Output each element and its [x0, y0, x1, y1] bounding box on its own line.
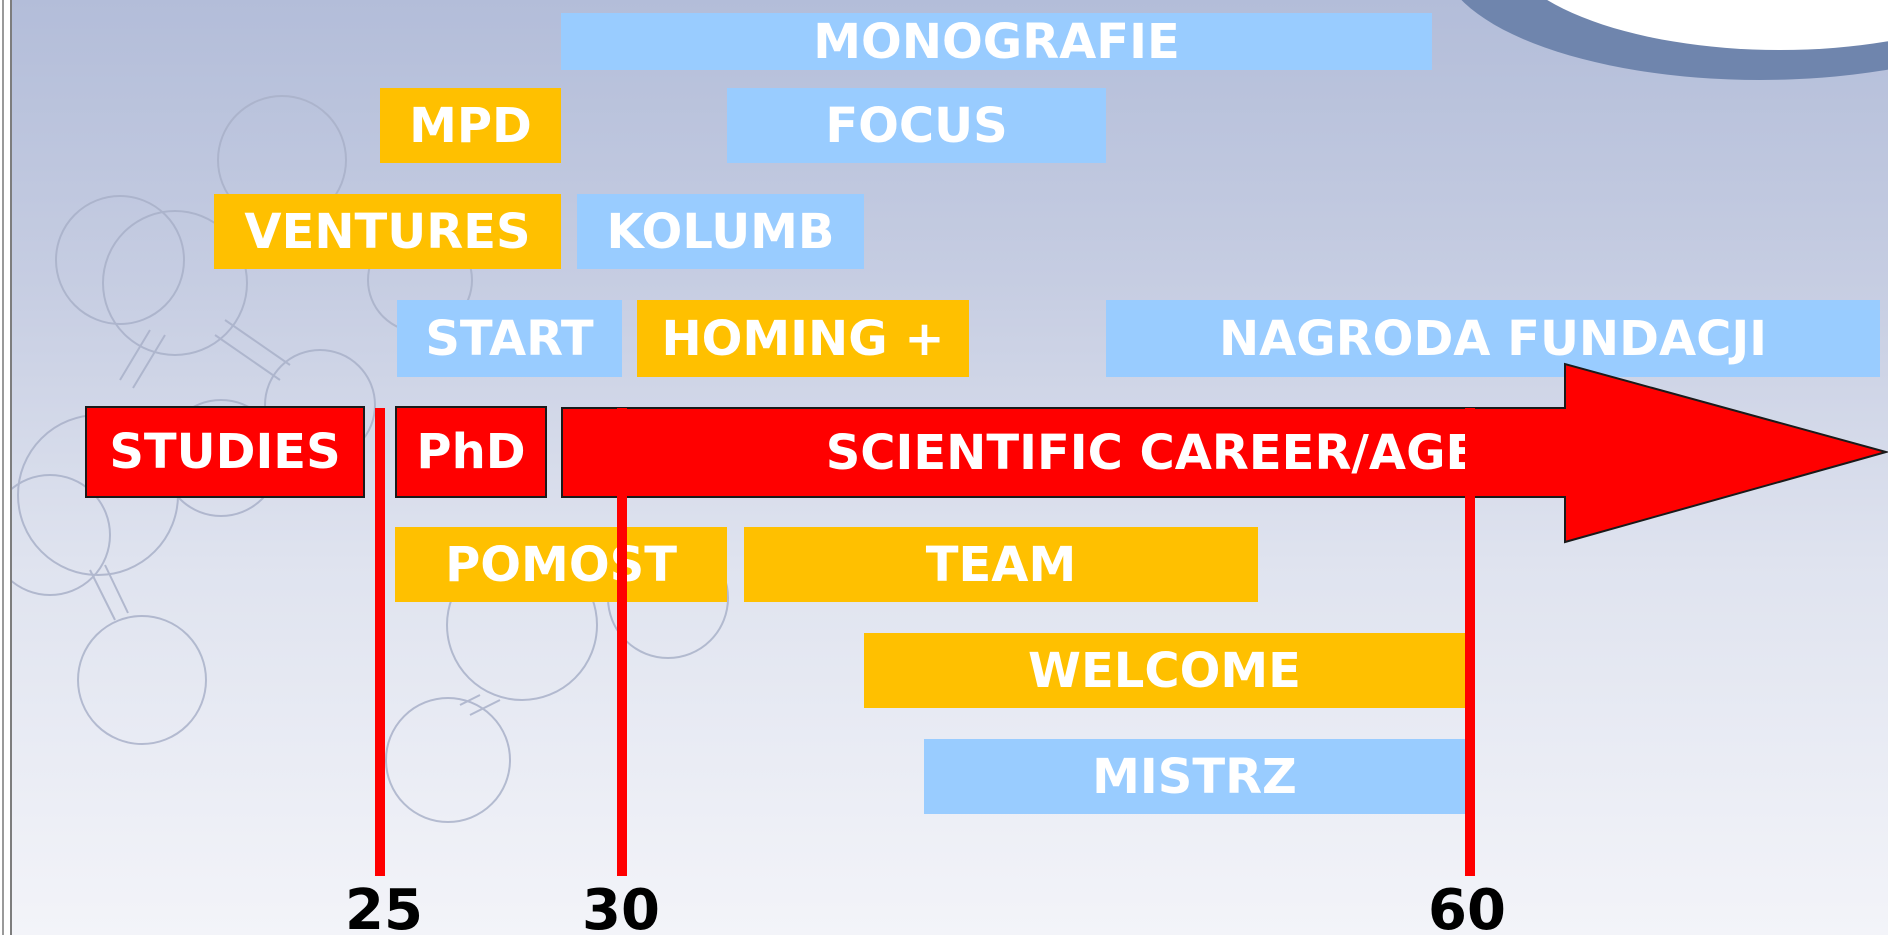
program-pomost: POMOST — [395, 527, 727, 602]
program-start: START — [397, 300, 622, 377]
program-focus: FOCUS — [727, 88, 1106, 163]
age-label-60: 60 — [1428, 878, 1506, 935]
program-team: TEAM — [744, 527, 1258, 602]
program-nagroda-fundacji: NAGRODA FUNDACJI — [1106, 300, 1880, 377]
program-welcome: WELCOME — [864, 633, 1465, 708]
stage-phd: PhD — [395, 406, 547, 498]
age-label-25: 25 — [345, 878, 423, 935]
program-ventures: VENTURES — [214, 194, 561, 269]
program-mpd: MPD — [380, 88, 561, 163]
stage-studies: STUDIES — [85, 406, 365, 498]
age-label-30: 30 — [582, 878, 660, 935]
program-homing: HOMING + — [637, 300, 969, 377]
program-mistrz: MISTRZ — [924, 739, 1465, 814]
program-kolumb: KOLUMB — [577, 194, 864, 269]
left-frame-border — [0, 0, 12, 935]
age-marker-30-line — [617, 408, 627, 876]
stage-scientific-career: SCIENTIFIC CAREER/AGE — [825, 424, 1479, 481]
program-monografie: MONOGRAFIE — [561, 13, 1432, 70]
age-marker-25-line — [375, 408, 385, 876]
age-marker-60-line — [1465, 408, 1475, 876]
